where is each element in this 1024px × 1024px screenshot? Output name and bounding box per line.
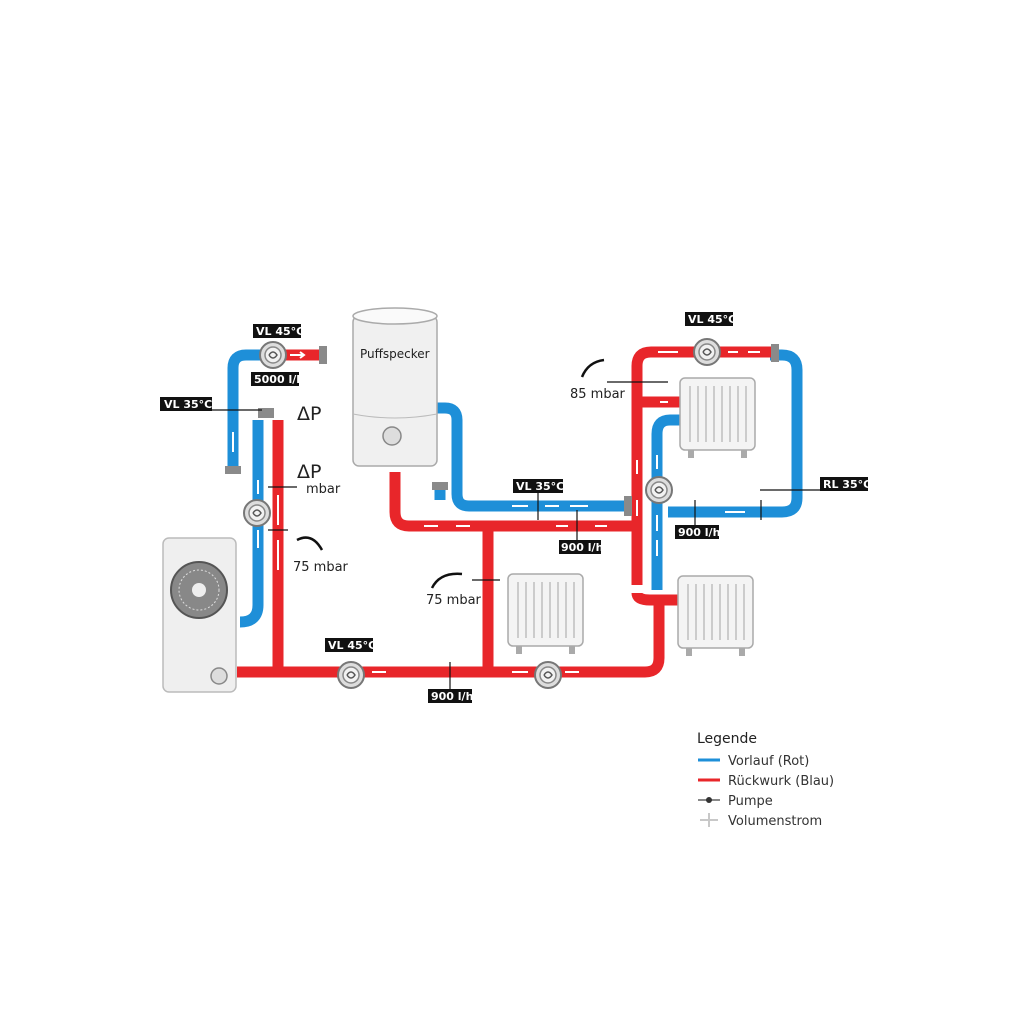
label-flow-bottom: 900 l/h [428,689,473,703]
radiator-middle[interactable] [507,573,584,655]
svg-text:VL 35°C: VL 35°C [516,480,564,493]
legend-item-label: Vorlauf (Rot) [728,754,809,769]
label-rl35: RL 35°C [820,477,871,491]
label-vl45-bottom: VL 45°C [325,638,376,652]
label-vl45-top-right: VL 45°C [685,312,736,326]
pump-icon[interactable] [337,661,365,689]
label-vl45-top-left: VL 45°C [253,324,304,338]
legend-item-label: Rückwurk (Blau) [728,774,834,789]
mbar-label: mbar [306,482,341,497]
flow-arrows [232,351,760,673]
svg-text:900 l/h: 900 l/h [431,690,473,703]
svg-text:VL 35°C: VL 35°C [164,398,212,411]
return-pipes [227,349,803,628]
label-flow-right: 900 l/h [675,525,720,539]
plus-cross-icon [700,813,718,827]
pressure-label: 75 mbar [426,593,482,608]
leader-lines [210,381,822,690]
pipe-flanges [225,344,779,516]
tank-label: Puffspecker [360,347,430,361]
svg-text:900 l/h: 900 l/h [561,541,603,554]
label-vl35-left: VL 35°C [160,397,212,411]
gauge-icon [382,426,402,446]
svg-text:VL 45°C: VL 45°C [688,313,736,326]
radiator-top-right[interactable] [679,377,756,459]
legend-item-label: Pumpe [728,794,773,809]
pump-icon[interactable] [534,661,562,689]
svg-text:VL 45°C: VL 45°C [328,639,376,652]
pump-icon[interactable] [693,338,721,366]
radiator-bottom-right[interactable] [677,575,754,657]
pressure-label: 85 mbar [570,387,626,402]
delta-p-label: ΔP [297,403,321,425]
svg-text:5000 l/h: 5000 l/h [254,373,304,386]
label-flow-top-left: 5000 l/h [251,372,304,386]
pump-icon[interactable] [259,341,287,369]
flow-pipes [237,346,772,678]
pump-icon[interactable] [243,499,271,527]
buffer-tank[interactable]: Puffspecker [352,307,438,467]
svg-text:RL 35°C: RL 35°C [823,478,871,491]
pressure-arrow-icon [296,358,605,589]
pump-icon[interactable] [645,476,673,504]
label-flow-mid: 900 l/h [559,540,603,554]
legend: Legende Vorlauf (Rot) Rückwurk (Blau) Pu… [697,731,834,829]
gauge-icon [210,667,228,685]
heat-pump-unit[interactable] [162,537,237,693]
label-vl35-mid: VL 35°C [513,479,564,493]
legend-item-label: Volumenstrom [728,814,822,829]
svg-text:900 l/h: 900 l/h [678,526,720,539]
svg-text:VL 45°C: VL 45°C [256,325,304,338]
delta-p-label: ΔP [297,461,321,483]
pressure-label: 75 mbar [293,560,349,575]
legend-title: Legende [697,731,757,747]
